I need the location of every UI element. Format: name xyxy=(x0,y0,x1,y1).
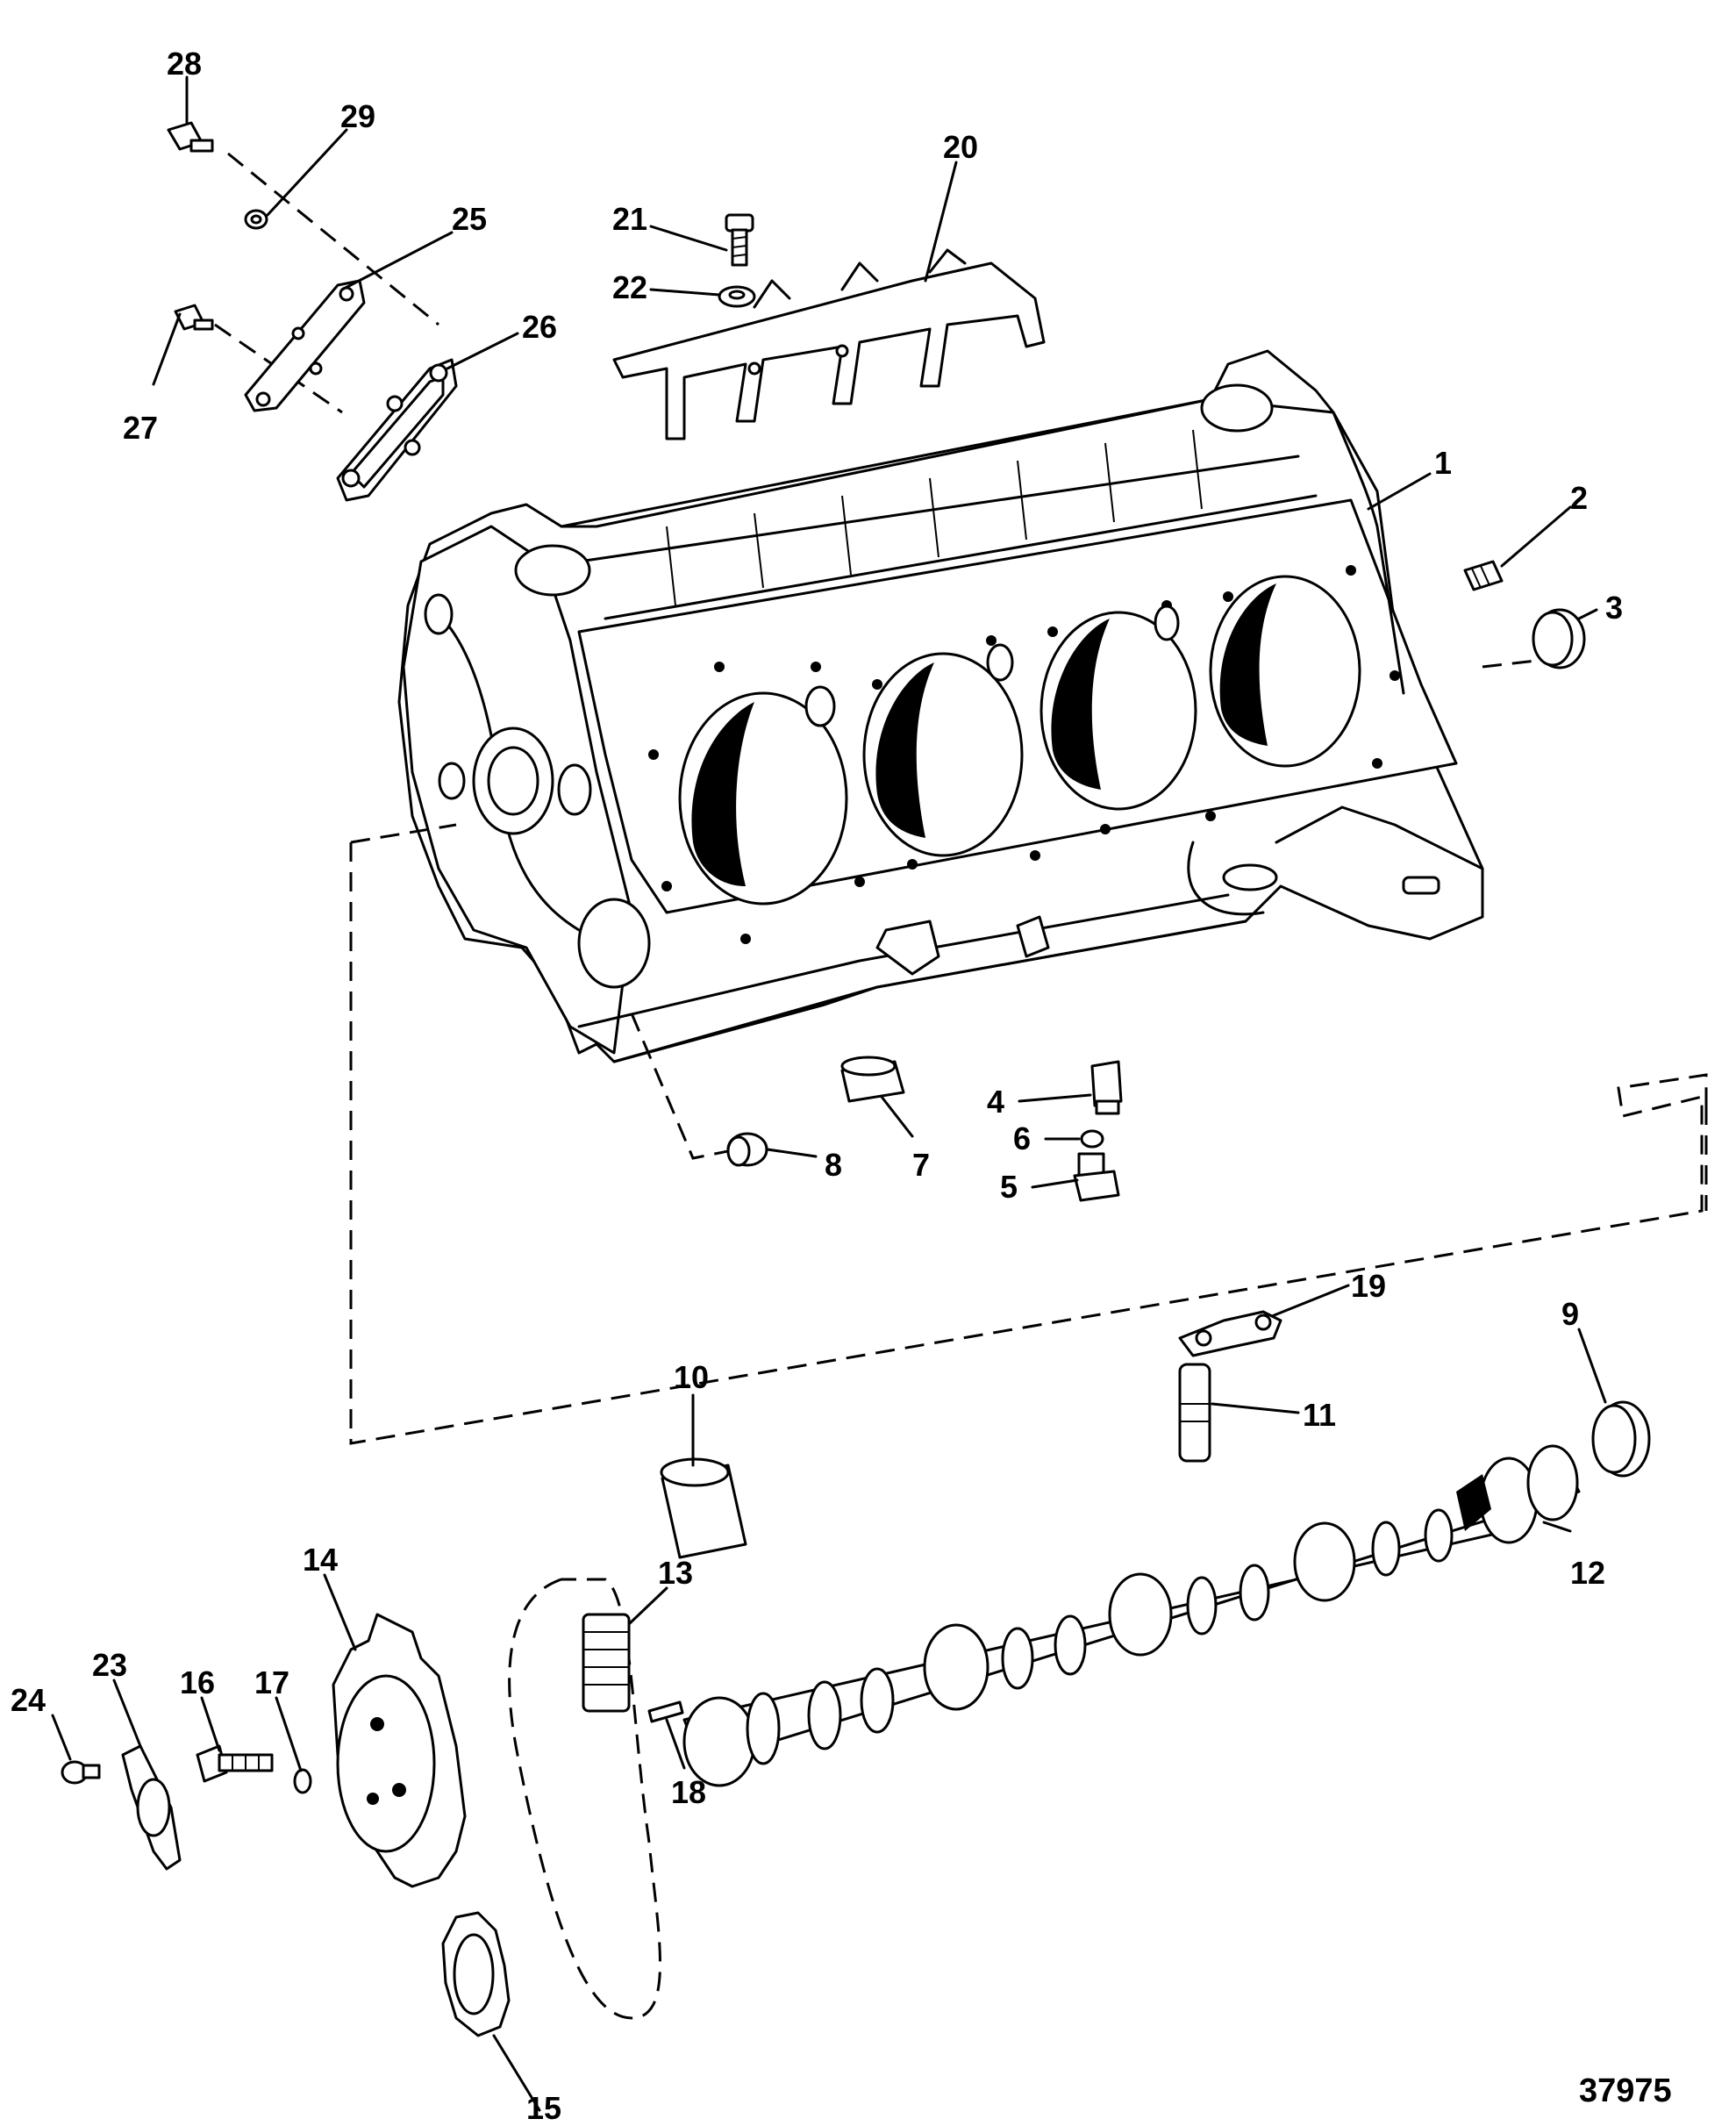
retainer-bolt xyxy=(725,213,754,267)
cylinder-bores xyxy=(678,575,1361,906)
callout-20: 20 xyxy=(943,129,978,165)
rear-cam-plug xyxy=(1591,1400,1651,1478)
callout-6: 6 xyxy=(1013,1120,1031,1156)
timing-chain xyxy=(508,1578,661,2020)
callout-22: 22 xyxy=(612,269,647,305)
callout-19: 19 xyxy=(1351,1268,1386,1304)
camshaft xyxy=(682,1444,1581,1787)
lock-washer xyxy=(718,285,756,308)
fuel-pump-cover-plate xyxy=(244,279,366,412)
washer xyxy=(293,1768,312,1794)
callout-1: 1 xyxy=(1434,445,1452,481)
callout-23: 23 xyxy=(92,1647,127,1683)
gasket xyxy=(336,358,458,502)
sprocket-bolt xyxy=(196,1744,274,1783)
seal-washer xyxy=(1080,1129,1104,1149)
callout-3: 3 xyxy=(1605,590,1623,626)
cover-bolt xyxy=(174,304,214,331)
callout-27: 27 xyxy=(123,410,158,446)
valve-lifter xyxy=(1178,1363,1211,1463)
engine-block xyxy=(397,349,1484,1063)
lifter-retainer xyxy=(612,248,1046,440)
callout-9: 9 xyxy=(1561,1296,1579,1332)
pipe-plug xyxy=(1463,560,1504,591)
callout-28: 28 xyxy=(167,46,202,82)
callout-4: 4 xyxy=(987,1084,1004,1120)
callout-29: 29 xyxy=(340,98,375,134)
callout-7: 7 xyxy=(912,1147,930,1183)
drain-valve xyxy=(1073,1152,1120,1202)
callout-14: 14 xyxy=(303,1542,338,1578)
camshaft-bearing xyxy=(660,1457,747,1559)
diagram-reference-number: 37975 xyxy=(1579,2072,1672,2109)
thrust-plate xyxy=(121,1744,182,1871)
cup-plug xyxy=(726,1132,768,1167)
callout-21: 21 xyxy=(612,201,647,237)
callout-2: 2 xyxy=(1570,480,1588,516)
expansion-plug xyxy=(1532,608,1586,669)
callout-18: 18 xyxy=(671,1774,706,1810)
callout-16: 16 xyxy=(180,1664,215,1700)
cover-bolt xyxy=(167,121,214,153)
leader-lines xyxy=(51,75,1607,2112)
lifter-guide xyxy=(1178,1310,1282,1357)
thrust-plate-screw xyxy=(61,1760,101,1785)
callout-13: 13 xyxy=(658,1555,693,1591)
callout-24: 24 xyxy=(11,1682,46,1718)
callout-8: 8 xyxy=(825,1147,842,1183)
dowel-pin xyxy=(647,1700,684,1723)
callout-12: 12 xyxy=(1570,1555,1605,1591)
camshaft-sprocket xyxy=(332,1613,467,1888)
bushing xyxy=(840,1056,905,1103)
callout-5: 5 xyxy=(1000,1169,1018,1205)
callout-labels: 28 29 25 26 27 20 21 22 1 2 3 4 6 5 7 8 … xyxy=(11,46,1623,2126)
crankshaft-sprocket xyxy=(441,1911,511,2037)
fitting xyxy=(1090,1060,1123,1115)
callout-26: 26 xyxy=(522,309,557,345)
callout-15: 15 xyxy=(526,2090,561,2126)
callout-17: 17 xyxy=(254,1664,289,1700)
callout-11: 11 xyxy=(1303,1397,1336,1433)
callout-25: 25 xyxy=(452,201,487,237)
washer xyxy=(244,209,268,230)
callout-10: 10 xyxy=(674,1359,709,1395)
